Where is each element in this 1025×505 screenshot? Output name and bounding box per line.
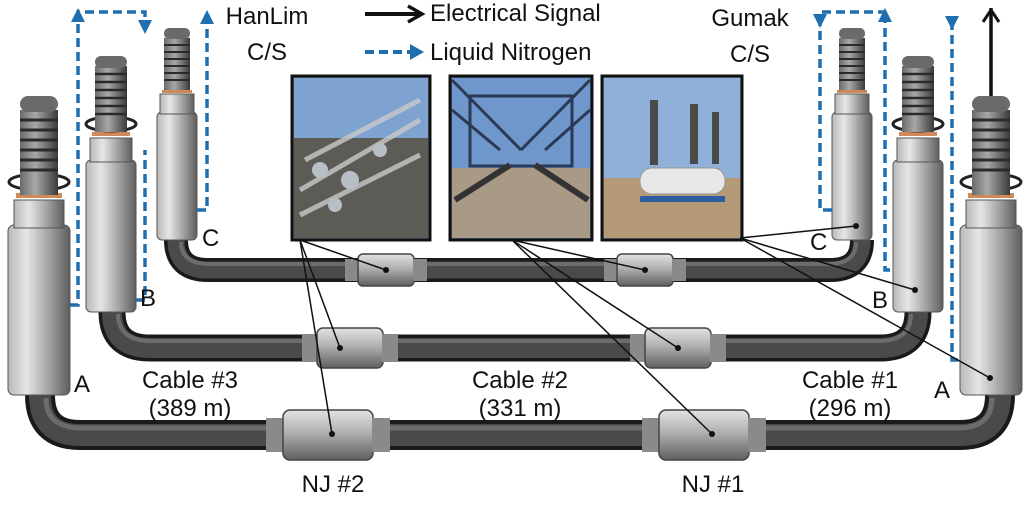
phase-label-right-a: A (934, 377, 951, 404)
photo-3 (600, 74, 744, 242)
electrical-signal-line (981, 8, 1001, 96)
termination-right-a (959, 96, 1023, 396)
cable-2-length: (331 m) (478, 395, 562, 422)
right-station-name: Gumak (711, 5, 789, 32)
joint-b-right (630, 327, 726, 369)
joint-c-right (604, 253, 686, 287)
joint-a-right (642, 409, 766, 461)
left-station-suffix: C/S (246, 39, 287, 66)
termination-left-a (7, 96, 71, 396)
photo-2 (448, 74, 594, 242)
cable-a (25, 394, 1015, 450)
cable-1-length: (296 m) (808, 395, 892, 422)
phase-label-left-b: B (140, 285, 157, 312)
termination-right-c (831, 28, 873, 241)
legend-nitrogen-label: Liquid Nitrogen (430, 39, 592, 66)
pointer-dots (329, 223, 993, 437)
legend-electrical-label: Electrical Signal (430, 0, 601, 27)
phase-label-right-b: B (872, 287, 889, 314)
termination-left-c (156, 28, 198, 241)
cable-c (164, 239, 874, 282)
phase-label-right-c: C (810, 229, 828, 256)
cable-3-length: (389 m) (148, 395, 232, 422)
joint-nj2-label: NJ #2 (301, 471, 365, 498)
cable-3-name: Cable #3 (141, 367, 239, 394)
legend-nitrogen-symbol (365, 44, 424, 60)
joint-b-left (302, 327, 398, 369)
legend-electrical-symbol (365, 4, 426, 24)
left-station-name: HanLim (225, 3, 309, 30)
right-station-suffix: C/S (729, 41, 770, 68)
photo-1 (290, 74, 432, 242)
cable-1-name: Cable #1 (801, 367, 899, 394)
termination-left-b (84, 56, 138, 313)
termination-right-b (891, 56, 945, 313)
joint-a-left (266, 409, 390, 461)
joint-nj1-label: NJ #1 (681, 471, 745, 498)
phase-label-left-a: A (74, 371, 91, 398)
cable-2-name: Cable #2 (471, 367, 569, 394)
cable-b (98, 311, 932, 362)
phase-label-left-c: C (202, 225, 220, 252)
nitrogen-arrowheads (71, 8, 959, 34)
photo-pointer-lines (299, 225, 991, 435)
